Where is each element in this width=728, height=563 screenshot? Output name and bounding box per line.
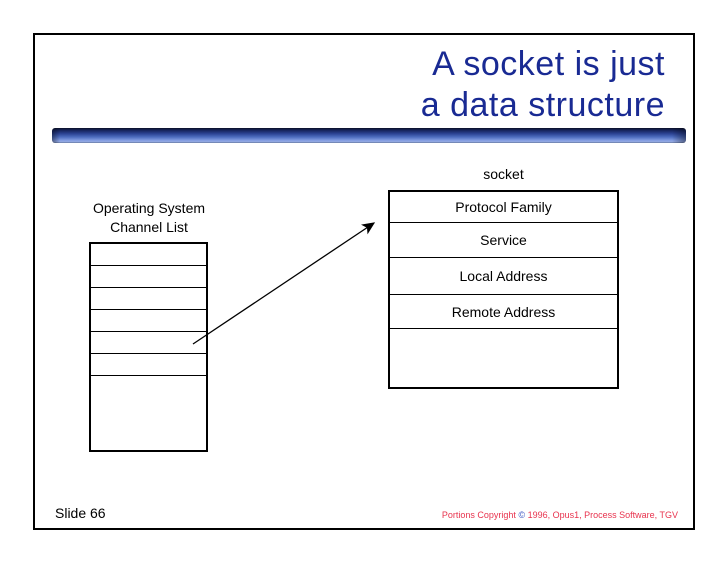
copyright-symbol: © [518, 510, 526, 520]
socket-box-label: socket [483, 166, 524, 182]
copyright-suffix: 1996, Opus1, Process Software, TGV [525, 510, 678, 520]
socket-field-protocol-family: Protocol Family [390, 192, 617, 223]
slide-number: Slide 66 [55, 505, 106, 521]
socket-structure-box: Protocol Family Service Local Address Re… [388, 190, 619, 389]
title-underline-bar [52, 128, 686, 143]
channel-list-table [89, 242, 208, 452]
socket-field-service: Service [390, 223, 617, 258]
copyright-text: Portions Copyright © 1996, Opus1, Proces… [442, 510, 678, 520]
channel-list-caption: Operating System Channel List [78, 199, 220, 237]
socket-field-label: Service [480, 232, 527, 248]
channel-list-row [91, 244, 206, 266]
copyright-prefix: Portions Copyright [441, 510, 519, 520]
channel-list-row [91, 288, 206, 310]
channel-list-row [91, 354, 206, 376]
socket-field-empty [390, 329, 617, 387]
socket-field-label: Local Address [459, 268, 548, 284]
channel-list-row [91, 266, 206, 288]
slide-title: A socket is just a data structure [260, 44, 665, 126]
slide-title-line2: a data structure [420, 86, 665, 124]
socket-field-label: Protocol Family [455, 199, 552, 215]
socket-field-local-address: Local Address [390, 258, 617, 295]
channel-list-row [91, 310, 206, 332]
slide-title-line1: A socket is just [432, 45, 665, 83]
socket-field-remote-address: Remote Address [390, 295, 617, 329]
channel-list-caption-line2: Channel List [110, 219, 188, 235]
socket-field-label: Remote Address [451, 303, 556, 320]
channel-list-caption-line1: Operating System [92, 200, 206, 216]
channel-list-row [91, 332, 206, 354]
